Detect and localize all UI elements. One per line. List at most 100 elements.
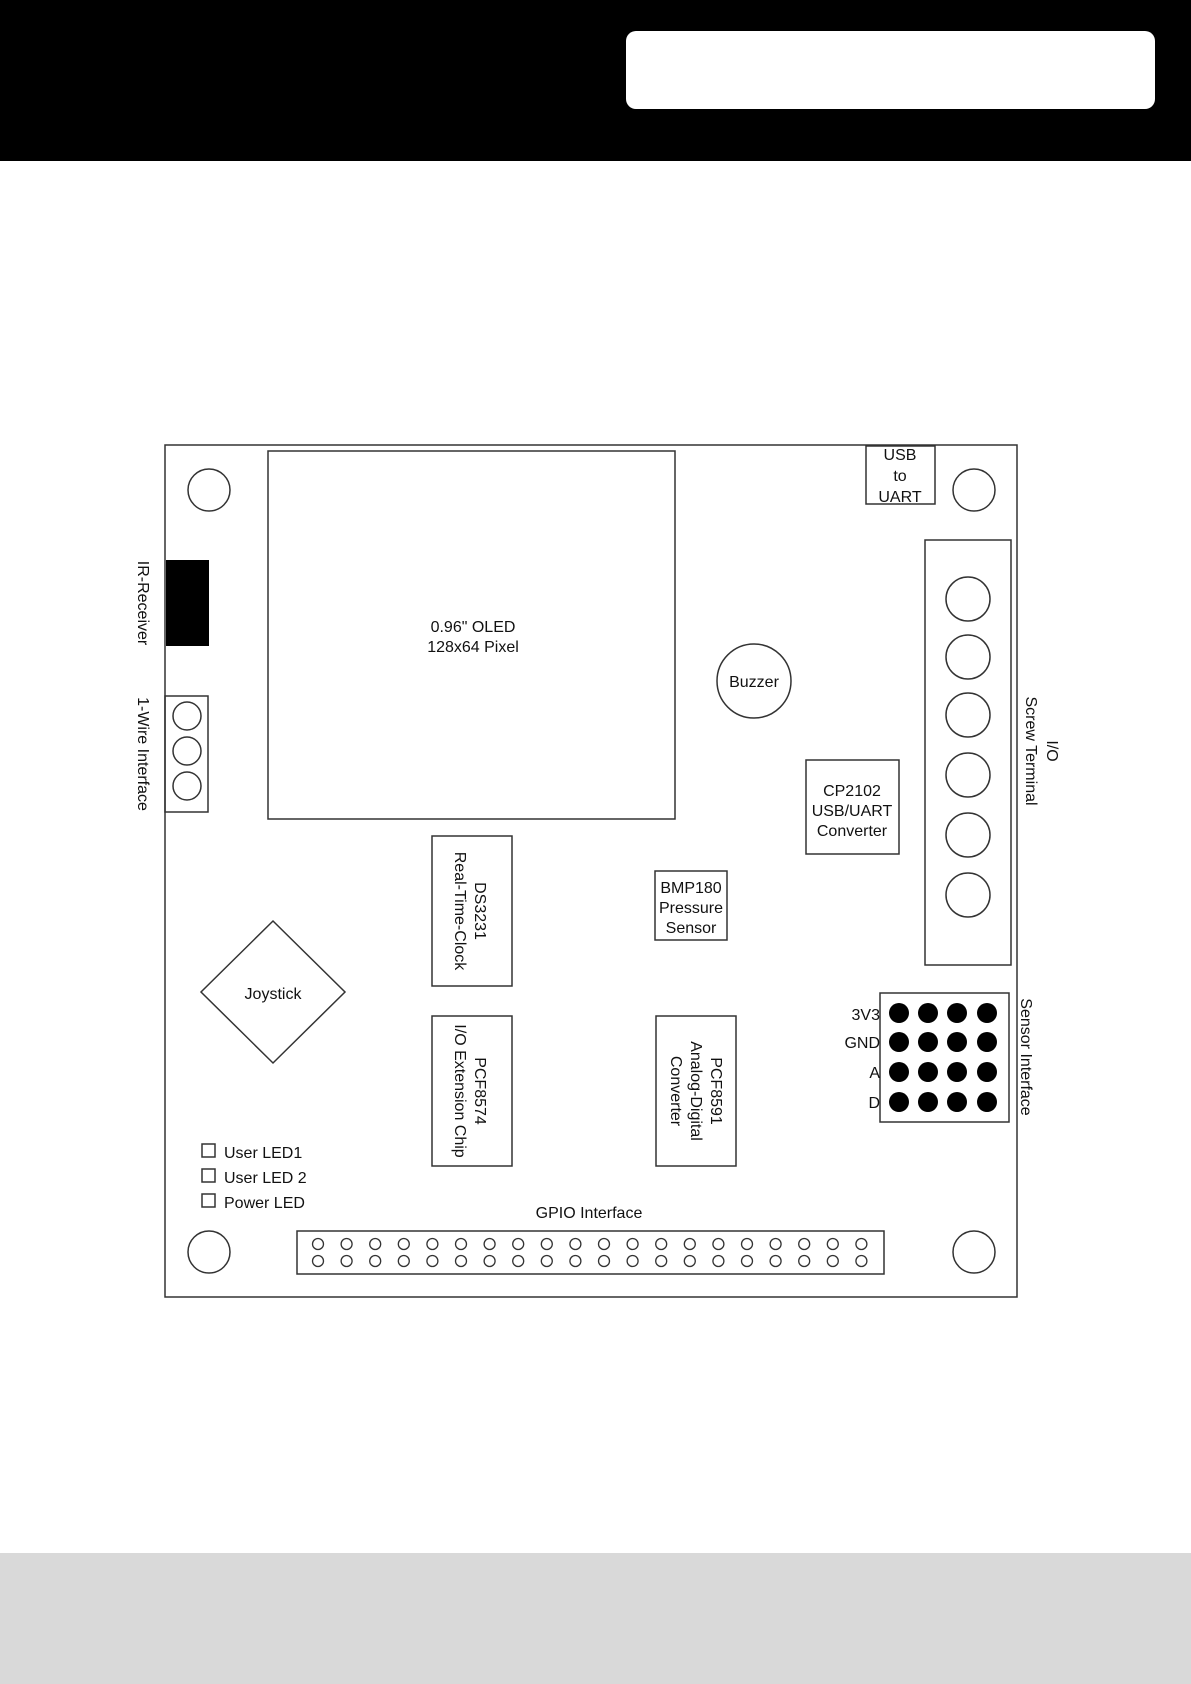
gpio-pin: [740, 1237, 754, 1251]
gpio-pin: [769, 1254, 782, 1268]
gpio-pin: [655, 1254, 668, 1268]
gpio-pin: [397, 1237, 410, 1251]
pcf8591-label-line2: Analog-Digital: [687, 1041, 704, 1141]
gpio-pin: [769, 1237, 782, 1251]
gpio-pin: [712, 1254, 725, 1268]
sensor-pin: [947, 1092, 967, 1112]
screw-terminal-pin: [945, 872, 991, 918]
io-terminal-label-line2: Screw Terminal: [1022, 696, 1039, 805]
sensor-row-label: GND: [844, 1035, 880, 1052]
gpio-pin: [626, 1237, 639, 1251]
sensor-row-label: A: [869, 1065, 880, 1082]
pcf8591-chip: [655, 1015, 737, 1167]
gpio-pin: [855, 1237, 868, 1251]
gpio-pin: [454, 1254, 468, 1268]
oled-label-line1: 0.96" OLED: [431, 619, 516, 636]
sensor-interface-pins: [889, 1003, 997, 1112]
ir-receiver-label: IR-Receiver: [134, 561, 151, 646]
ds3231-label-line2: Real-Time-Clock: [451, 852, 468, 972]
sensor-interface-header: [879, 992, 1010, 1123]
sensor-pin: [918, 1092, 938, 1112]
header-title-box: [626, 31, 1155, 109]
io-terminal-label-line1: I/O: [1043, 740, 1060, 761]
gpio-pin: [426, 1237, 439, 1251]
pcf8591-label-line1: PCF8591: [707, 1057, 724, 1125]
sensor-pin: [889, 1003, 909, 1023]
oled-display: [267, 450, 676, 820]
gpio-pin: [712, 1237, 725, 1251]
gpio-pin: [540, 1237, 553, 1251]
user-led2-indicator: [201, 1168, 216, 1183]
gpio-pin: [540, 1254, 553, 1268]
one-wire-pin: [172, 771, 202, 801]
screw-terminal-pin: [945, 812, 991, 858]
sensor-pin: [889, 1032, 909, 1052]
gpio-pin: [483, 1254, 496, 1268]
screw-terminal-pin: [945, 692, 991, 738]
mounting-hole-top-right: [952, 468, 996, 512]
gpio-pin: [483, 1237, 496, 1251]
screw-terminal-pin: [945, 752, 991, 798]
gpio-pin: [655, 1237, 668, 1251]
screw-terminal-pin: [945, 634, 991, 680]
mounting-hole-bottom-right: [952, 1230, 996, 1274]
power-led-indicator: [201, 1193, 216, 1208]
gpio-header: [296, 1230, 885, 1275]
gpio-pin: [311, 1254, 325, 1268]
gpio-pin: [597, 1237, 611, 1251]
pcf8591-label-line3: Converter: [667, 1056, 684, 1127]
gpio-pins: [311, 1237, 868, 1268]
gpio-pin: [369, 1237, 382, 1251]
bmp180-label-line3: Sensor: [666, 920, 717, 937]
one-wire-pin: [172, 701, 202, 731]
sensor-pin: [918, 1003, 938, 1023]
usb-uart-label-line2: to: [893, 468, 906, 485]
sensor-pin: [889, 1092, 909, 1112]
mounting-hole-bottom-left: [187, 1230, 231, 1274]
gpio-pin: [855, 1254, 868, 1268]
user-led2-label: User LED 2: [224, 1170, 307, 1187]
sensor-interface-label: Sensor Interface: [1017, 998, 1034, 1116]
footer-bar: [0, 1553, 1191, 1684]
gpio-pin: [512, 1237, 525, 1251]
gpio-pin: [826, 1237, 839, 1251]
power-led-label: Power LED: [224, 1195, 305, 1212]
ds3231-label-line1: DS3231: [471, 882, 488, 940]
sensor-pin: [889, 1062, 909, 1082]
sensor-pin: [947, 1062, 967, 1082]
screw-terminal-pin: [945, 576, 991, 622]
usb-uart-label-line3: UART: [878, 489, 921, 506]
buzzer: [716, 643, 792, 719]
gpio-pin: [454, 1237, 468, 1251]
one-wire-pin: [172, 736, 202, 766]
bmp180-sensor: [654, 870, 728, 941]
bmp180-label-line1: BMP180: [660, 880, 721, 897]
cp2102-chip: [805, 759, 900, 855]
buzzer-label: Buzzer: [729, 674, 779, 691]
sensor-pin: [918, 1032, 938, 1052]
gpio-pin: [683, 1237, 696, 1251]
usb-uart-label-line1: USB: [884, 447, 917, 464]
joystick: [199, 919, 347, 1065]
sensor-pin: [977, 1092, 997, 1112]
board-outline: [164, 444, 1018, 1298]
sensor-row-label: 3V3: [852, 1007, 881, 1024]
gpio-pin: [740, 1254, 754, 1268]
cp2102-label-line3: Converter: [817, 823, 888, 840]
gpio-pin: [426, 1254, 439, 1268]
sensor-row-label: D: [868, 1095, 880, 1112]
gpio-pin: [397, 1254, 410, 1268]
ir-receiver: [166, 560, 209, 646]
joystick-label: Joystick: [245, 986, 303, 1003]
cp2102-label-line1: CP2102: [823, 783, 881, 800]
oled-label-line2: 128x64 Pixel: [427, 639, 519, 656]
sensor-pin: [977, 1062, 997, 1082]
mounting-hole-top-left: [187, 468, 231, 512]
sensor-pin: [918, 1062, 938, 1082]
gpio-interface-label: GPIO Interface: [536, 1205, 643, 1222]
pcf8574-chip: [431, 1015, 513, 1167]
cp2102-label-line2: USB/UART: [812, 803, 893, 820]
gpio-pin: [512, 1254, 525, 1268]
sensor-pin: [977, 1032, 997, 1052]
gpio-pin: [683, 1254, 696, 1268]
